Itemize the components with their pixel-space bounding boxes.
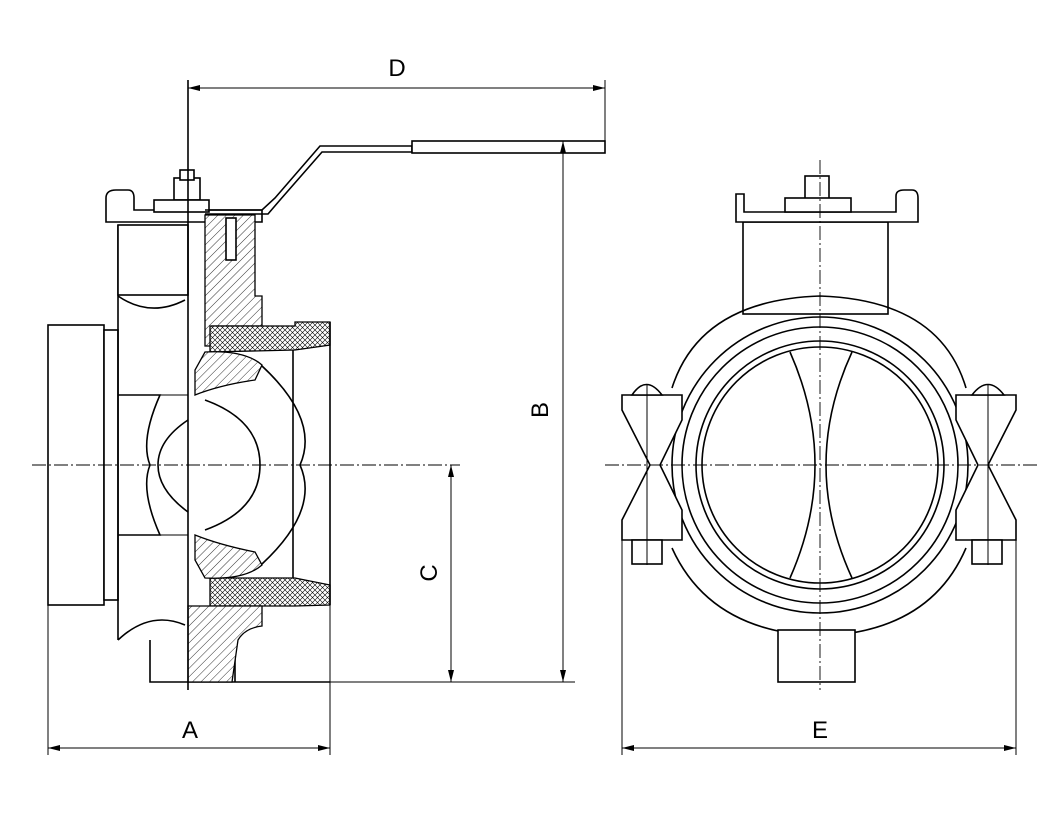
stem-nut-top [179, 169, 195, 181]
dim-c-label: C [416, 564, 443, 581]
dim-b-label: B [527, 402, 554, 418]
front-stem-nut [804, 175, 830, 201]
front-view [605, 160, 1040, 690]
right-lug-nut [971, 539, 1003, 565]
body-curve-lower [118, 464, 162, 536]
disc-lower-section [194, 534, 263, 579]
bore-arc [157, 419, 189, 513]
front-lower-outlet [777, 629, 856, 683]
dim-e-label: E [812, 717, 828, 744]
body-curve-upper [118, 394, 162, 466]
handle-lever [205, 145, 413, 215]
lower-seal [209, 577, 331, 607]
front-stem-washer [784, 197, 852, 213]
gland-washer [153, 199, 210, 213]
handle-grip [411, 140, 606, 154]
upper-seal [209, 321, 331, 353]
dim-a-label: A [182, 717, 198, 744]
stem-nut [173, 177, 201, 201]
stem-pin [225, 217, 237, 261]
front-body-lower [671, 547, 967, 637]
side-view [32, 80, 606, 690]
stem-housing [117, 224, 189, 296]
dimensions: D B C A E [47, 55, 1017, 755]
left-clamp-lug [621, 394, 683, 541]
right-clamp-lug [955, 394, 1017, 541]
front-top-plate [735, 189, 919, 223]
dim-d-label: D [388, 55, 405, 82]
lower-body-section [187, 605, 263, 683]
disc-upper-section [194, 351, 263, 396]
lower-outlet [149, 640, 330, 683]
front-stem-housing [742, 221, 889, 315]
